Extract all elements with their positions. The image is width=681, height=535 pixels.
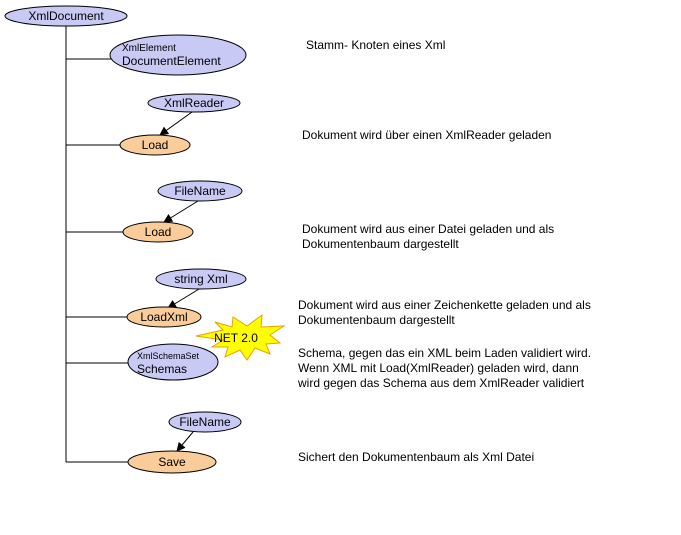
xmlreader-param-label: XmlReader [164, 96, 224, 110]
xmlreader-param-node [147, 93, 241, 113]
save-method-label: Save [158, 455, 186, 469]
document-element-node: XmlElement DocumentElement [109, 34, 247, 76]
schemas-node [127, 343, 219, 381]
xmldocument-label: XmlDocument [28, 9, 104, 23]
load-xml-group: string Xml LoadXml [126, 268, 247, 328]
load-reader-group: XmlReader Load [119, 93, 241, 156]
string-xml-param-node [155, 268, 247, 290]
load-reader-method-node [119, 134, 191, 156]
string-xml-param-label: string Xml [174, 272, 227, 286]
load-file-method-node [122, 221, 194, 243]
save-group: FileName Save [127, 411, 242, 474]
filename-param-node [157, 180, 243, 202]
load-file-description: Dokument wird aus einer Datei geladen un… [302, 222, 555, 251]
save-filename-param-node [168, 411, 242, 433]
document-element-type: XmlElement [122, 43, 176, 54]
document-element-name: DocumentElement [122, 54, 221, 68]
save-description: Sichert den Dokumentenbaum als Xml Datei [298, 450, 535, 464]
schemas-type: XmlSchemaSet [137, 351, 200, 361]
load-file-method-label: Load [145, 225, 172, 239]
save-method-node [127, 450, 217, 474]
save-filename-arrow [176, 431, 194, 452]
load-xml-method-label: LoadXml [140, 310, 187, 324]
schemas-description: Schema, gegen das ein XML beim Laden val… [298, 346, 592, 390]
net20-badge-label: NET 2.0 [214, 331, 258, 345]
load-xml-description: Dokument wird aus einer Zeichenkette gel… [298, 298, 591, 327]
schemas-name: Schemas [137, 362, 187, 376]
save-filename-param-label: FileName [179, 415, 231, 429]
load-reader-method-label: Load [142, 138, 169, 152]
net20-burst-icon: NET 2.0 [195, 313, 286, 361]
xmldocument-node: XmlDocument [4, 5, 128, 27]
xmlreader-arrow [159, 111, 193, 136]
schemas-group: XmlSchemaSet Schemas NET 2.0 [127, 313, 286, 381]
load-xml-method-node [126, 306, 202, 328]
tree-connectors [65, 25, 128, 463]
string-xml-arrow [167, 288, 200, 309]
filename-param-label: FileName [174, 184, 226, 198]
load-file-group: FileName Load [122, 180, 243, 243]
load-reader-description: Dokument wird über einen XmlReader gelad… [302, 128, 552, 142]
filename-arrow [163, 200, 199, 223]
document-element-description: Stamm- Knoten eines Xml [306, 38, 446, 52]
